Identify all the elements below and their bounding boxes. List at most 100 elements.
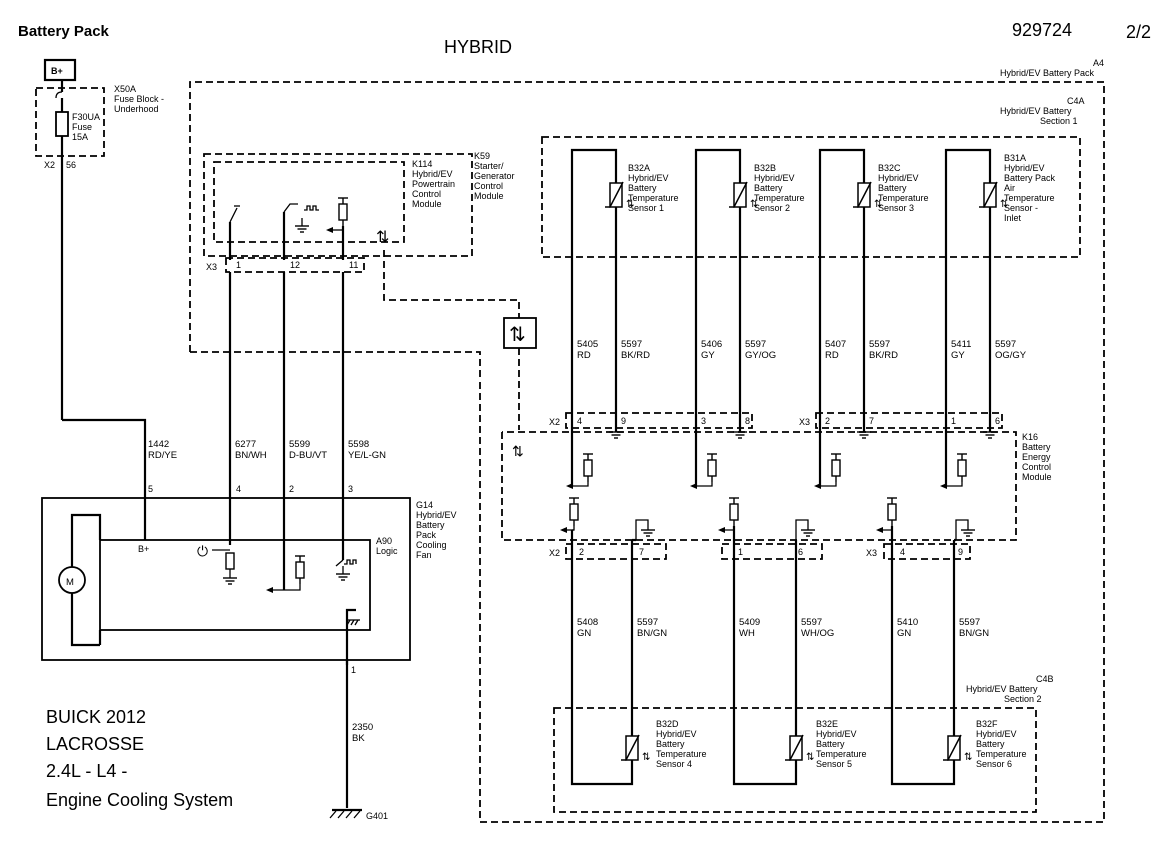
- a90-bplus-label: B+: [138, 544, 149, 554]
- f30ua-id: F30UA: [72, 112, 100, 122]
- k16-id: K16: [1022, 432, 1038, 442]
- svg-text:1: 1: [951, 416, 956, 426]
- svg-text:Hybrid/EV: Hybrid/EV: [628, 173, 669, 183]
- f30ua-rating: 15A: [72, 132, 88, 142]
- k114-name-1: Hybrid/EV: [412, 169, 453, 179]
- svg-text:Temperature: Temperature: [1004, 193, 1055, 203]
- svg-text:Temperature: Temperature: [878, 193, 929, 203]
- svg-text:GN: GN: [577, 628, 591, 639]
- k16-bottom-channels: [560, 497, 976, 540]
- svg-text:B32E: B32E: [816, 719, 838, 729]
- g14-name-5: Fan: [416, 550, 432, 560]
- wire-5598-color: YE/L-GN: [348, 450, 386, 461]
- svg-text:Hybrid/EV: Hybrid/EV: [1004, 163, 1045, 173]
- svg-text:5597: 5597: [801, 617, 822, 628]
- svg-text:GY: GY: [701, 350, 715, 361]
- svg-text:GY/OG: GY/OG: [745, 350, 776, 361]
- footer-model: LACROSSE: [46, 734, 144, 754]
- svg-text:GY: GY: [951, 350, 965, 361]
- g14-pin-5: 5: [148, 484, 153, 494]
- k16-name-1: Battery: [1022, 442, 1051, 452]
- wire-2350-color: BK: [352, 733, 365, 744]
- svg-text:Sensor 6: Sensor 6: [976, 759, 1012, 769]
- svg-text:WH: WH: [739, 628, 755, 639]
- k16-x3-bottom-connector: [883, 543, 971, 560]
- g14-id: G14: [416, 500, 433, 510]
- k114-name-2: Powertrain: [412, 179, 455, 189]
- g14-cooling-fan-outline: [41, 497, 411, 661]
- svg-text:Temperature: Temperature: [976, 749, 1027, 759]
- b32f-label: B32F Hybrid/EV Battery Temperature Senso…: [976, 719, 1027, 769]
- a90-name: Logic: [376, 546, 398, 556]
- b32e-thermistor-icon: [784, 734, 816, 764]
- wire-1442-color: RD/YE: [148, 450, 177, 461]
- g14-pin-1: 1: [351, 665, 356, 675]
- wire-5599-color: D-BU/VT: [289, 450, 327, 461]
- k16-data-arrows-icon: ⇅: [512, 443, 524, 459]
- k16-x2b-bottom-connector: [721, 543, 823, 560]
- a90-pwm-input-icon: [335, 559, 357, 581]
- f30ua-name: Fuse: [72, 122, 92, 132]
- svg-text:Battery: Battery: [878, 183, 907, 193]
- k114-pin-12: 12: [290, 260, 300, 270]
- svg-text:5409: 5409: [739, 617, 760, 628]
- k59-name-3: Control: [474, 181, 503, 191]
- k59-name-1: Starter/: [474, 161, 504, 171]
- c4b-section2-outline: [553, 707, 1037, 813]
- k16-name-2: Energy: [1022, 452, 1051, 462]
- motor-wire: [70, 513, 102, 647]
- document-number: 929724: [1012, 20, 1072, 40]
- k16-x2-top-connector: [565, 412, 753, 429]
- svg-text:Sensor 1: Sensor 1: [628, 203, 664, 213]
- x50a-connector: X2: [44, 160, 55, 170]
- x50a-pin: 56: [66, 160, 76, 170]
- x50a-name-2: Underhood: [114, 104, 159, 114]
- c4b-name-1: Hybrid/EV Battery: [966, 684, 1038, 694]
- svg-text:5597: 5597: [959, 617, 980, 628]
- svg-text:B31A: B31A: [1004, 153, 1026, 163]
- svg-text:Sensor 3: Sensor 3: [878, 203, 914, 213]
- svg-text:6: 6: [798, 547, 803, 557]
- svg-text:Temperature: Temperature: [816, 749, 867, 759]
- wire-6277-circuit: 6277: [235, 439, 256, 450]
- svg-text:5411: 5411: [951, 339, 971, 350]
- svg-text:OG/GY: OG/GY: [995, 350, 1027, 361]
- a4-battery-pack-outline: [189, 81, 1105, 823]
- svg-text:RD: RD: [577, 350, 591, 361]
- svg-text:4: 4: [900, 547, 905, 557]
- c4a-name-1: Hybrid/EV Battery: [1000, 106, 1072, 116]
- svg-text:B32F: B32F: [976, 719, 998, 729]
- page-title: Battery Pack: [18, 23, 110, 40]
- k114-switch-icon: [228, 205, 240, 260]
- svg-text:Sensor -: Sensor -: [1004, 203, 1038, 213]
- svg-text:5407: 5407: [825, 339, 846, 350]
- svg-text:2: 2: [579, 547, 584, 557]
- x50a-id: X50A: [114, 84, 136, 94]
- wire-1442-circuit: 1442: [148, 439, 169, 450]
- k16-name-3: Control: [1022, 462, 1051, 472]
- k59-outline: [203, 153, 473, 257]
- k16-x2-bottom-label: X2: [549, 548, 560, 558]
- fuse-f30ua-icon: [55, 111, 69, 137]
- c4a-name-2: Section 1: [1040, 116, 1078, 126]
- svg-text:Battery: Battery: [656, 739, 685, 749]
- g14-name-1: Hybrid/EV: [416, 510, 457, 520]
- svg-text:B32B: B32B: [754, 163, 776, 173]
- power-icon: ⏻: [197, 543, 208, 559]
- svg-text:Battery Pack: Battery Pack: [1004, 173, 1056, 183]
- footer-make-year: BUICK 2012: [46, 707, 146, 727]
- k16-x3-bottom-label: X3: [866, 548, 877, 558]
- a90-id: A90: [376, 536, 392, 546]
- bplus-source-label: B+: [51, 66, 63, 76]
- svg-text:Sensor 5: Sensor 5: [816, 759, 852, 769]
- svg-text:WH/OG: WH/OG: [801, 628, 834, 639]
- svg-text:9: 9: [958, 547, 963, 557]
- page-number: 2/2: [1126, 22, 1151, 42]
- bplus-source-box: [43, 58, 77, 82]
- b32d-label: B32D Hybrid/EV Battery Temperature Senso…: [656, 719, 707, 769]
- k16-x2-top-label: X2: [549, 417, 560, 427]
- g14-name-3: Pack: [416, 530, 437, 540]
- serial-data-box: [503, 317, 537, 349]
- g14-pin-4: 4: [236, 484, 241, 494]
